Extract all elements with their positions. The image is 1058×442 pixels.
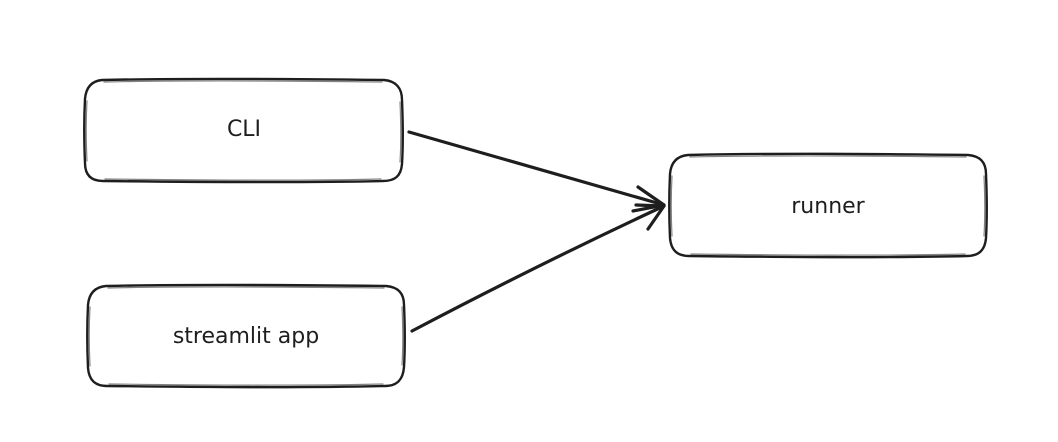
edge-cli-to-runner-line: [407, 130, 666, 207]
node-cli-box-sketch: [85, 80, 402, 181]
node-streamlit-app-box: [86, 283, 406, 389]
node-runner-box: [668, 152, 988, 259]
node-runner-box-sketch: [670, 155, 986, 256]
node-streamlit-app-label: streamlit app: [173, 324, 319, 349]
node-streamlit-app[interactable]: streamlit app: [86, 283, 406, 389]
edge-cli-to-runner: [407, 130, 666, 213]
node-cli-label: CLI: [227, 117, 261, 142]
node-streamlit-app-box-sketch: [88, 286, 404, 386]
node-cli-box: [83, 77, 404, 184]
edge-streamlit-to-runner-arrowhead: [634, 203, 666, 231]
node-runner-label: runner: [791, 194, 865, 219]
node-runner[interactable]: runner: [668, 152, 988, 259]
edge-streamlit-to-runner-line: [410, 204, 666, 333]
edge-streamlit-to-runner: [410, 203, 666, 333]
node-cli[interactable]: CLI: [83, 77, 404, 184]
